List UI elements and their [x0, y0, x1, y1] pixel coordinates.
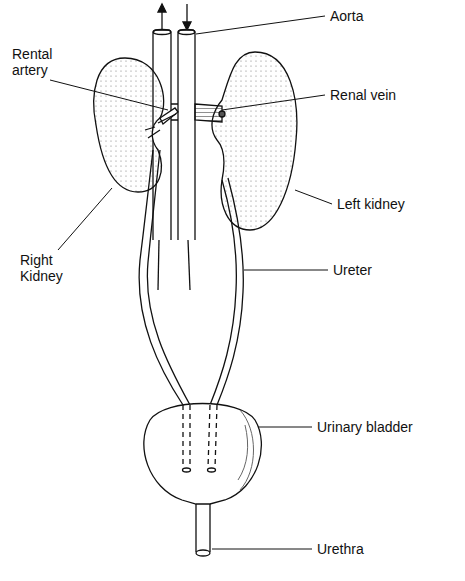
- part-label: Aorta: [330, 8, 363, 24]
- part-label: Urinary bladder: [317, 419, 413, 435]
- part-label: Ureter: [333, 262, 372, 278]
- part-label: Left kidney: [337, 196, 405, 212]
- part-label: Rental artery: [12, 46, 72, 78]
- part-label: Right Kidney: [20, 252, 82, 284]
- part-label: Renal vein: [330, 87, 396, 103]
- part-label: Urethra: [317, 541, 364, 557]
